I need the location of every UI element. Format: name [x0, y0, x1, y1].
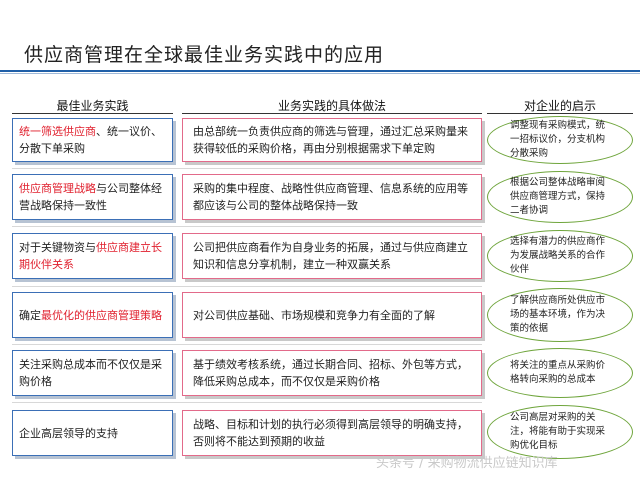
best-practice-highlight: 统一筛选供应商	[19, 125, 96, 138]
header-underline-2	[182, 113, 482, 114]
insight-row-4: 了解供应商所处供应市场的基本环境，作为决策的依据	[487, 288, 633, 342]
insight-text: 调整现有采购模式，统一招标议价，分支机构分散采购	[510, 120, 606, 159]
row-divider	[12, 168, 482, 169]
best-practice-row-6: 企业高层领导的支持	[12, 410, 173, 456]
best-practice-highlight: 最优化的供应商管理策略	[41, 308, 162, 322]
best-practice-text: 对于关键物资与	[19, 241, 96, 254]
insight-row-3: 选择有潜力的供应商作为发展战略关系的合作伙伴	[487, 230, 633, 282]
practice-detail-row-6: 战略、目标和计划的执行必须得到高层领导的明确支持，否则将不能达到预期的收益	[182, 410, 482, 456]
title-rule-secondary	[0, 73, 640, 74]
page-title: 供应商管理在全球最佳业务实践中的应用	[24, 44, 385, 66]
insight-row-5: 将关注的重点从采购价格转向采购的总成本	[487, 348, 633, 398]
row-divider	[12, 226, 482, 227]
best-practice-row-3: 对于关键物资与供应商建立长期伙伴关系	[12, 233, 173, 279]
best-practice-text: 、统一议价、分散下单采购	[19, 125, 162, 155]
best-practice-highlight: 供应商建立长期伙伴关系	[19, 241, 162, 271]
header-underline-1	[12, 113, 173, 114]
best-practice-row-4: 确定最优化的供应商管理策略	[12, 292, 173, 338]
row-divider	[12, 402, 482, 403]
practice-detail-row-5: 基于绩效考核系统，通过长期合同、招标、外包等方式，降低采购总成本，而不仅仅是采购…	[182, 350, 482, 396]
insight-text: 选择有潜力的供应商作为发展战略关系的合作伙伴	[510, 236, 606, 275]
insight-row-6: 公司高层对采购的关注，将能有助于实现采购优化目标	[487, 405, 633, 459]
header-underline-3	[487, 113, 633, 114]
practice-detail-row-2: 采购的集中程度、战略性供应商管理、信息系统的应用等都应该与公司的整体战略保持一致	[182, 174, 482, 220]
practice-detail-row-3: 公司把供应商看作为自身业务的拓展，通过与供应商建立知识和信息分享机制，建立一种双…	[182, 233, 482, 279]
header-insight: 对企业的启示	[523, 99, 596, 113]
row-divider	[12, 344, 482, 345]
watermark: 头条号 / 采购物流供应链知识库	[376, 456, 558, 471]
header-practice-detail: 业务实践的具体做法	[277, 99, 386, 113]
insight-row-1: 调整现有采购模式，统一招标议价，分支机构分散采购	[487, 116, 633, 164]
best-practice-row-1: 统一筛选供应商、统一议价、分散下单采购	[12, 118, 173, 162]
best-practice-text: 确定	[19, 308, 41, 322]
best-practice-highlight: 供应商管理战略	[19, 182, 96, 195]
insight-text: 根据公司整体战略审阅供应商管理方式，保持二者协调	[510, 177, 606, 216]
title-rule	[0, 70, 640, 72]
best-practice-row-5: 关注采购总成本而不仅仅是采购价格	[12, 350, 173, 396]
practice-detail-row-1: 由总部统一负责供应商的筛选与管理，通过汇总采购量来获得较低的采购价格，再由分别根…	[182, 118, 482, 162]
insight-text: 公司高层对采购的关注，将能有助于实现采购优化目标	[510, 412, 606, 451]
insight-row-2: 根据公司整体战略审阅供应商管理方式，保持二者协调	[487, 171, 633, 223]
best-practice-text: 企业高层领导的支持	[19, 426, 118, 440]
insight-text: 将关注的重点从采购价格转向采购的总成本	[510, 360, 606, 385]
best-practice-text: 关注采购总成本而不仅仅是采购价格	[19, 358, 162, 388]
insight-text: 了解供应商所处供应市场的基本环境，作为决策的依据	[510, 295, 606, 334]
header-best-practice: 最佳业务实践	[56, 99, 129, 113]
best-practice-row-2: 供应商管理战略与公司整体经营战略保持一致性	[12, 174, 173, 220]
row-divider	[12, 286, 482, 287]
practice-detail-row-4: 对公司供应基础、市场规模和竞争力有全面的了解	[182, 292, 482, 338]
best-practice-text: 与公司整体经营战略保持一致性	[19, 182, 162, 212]
